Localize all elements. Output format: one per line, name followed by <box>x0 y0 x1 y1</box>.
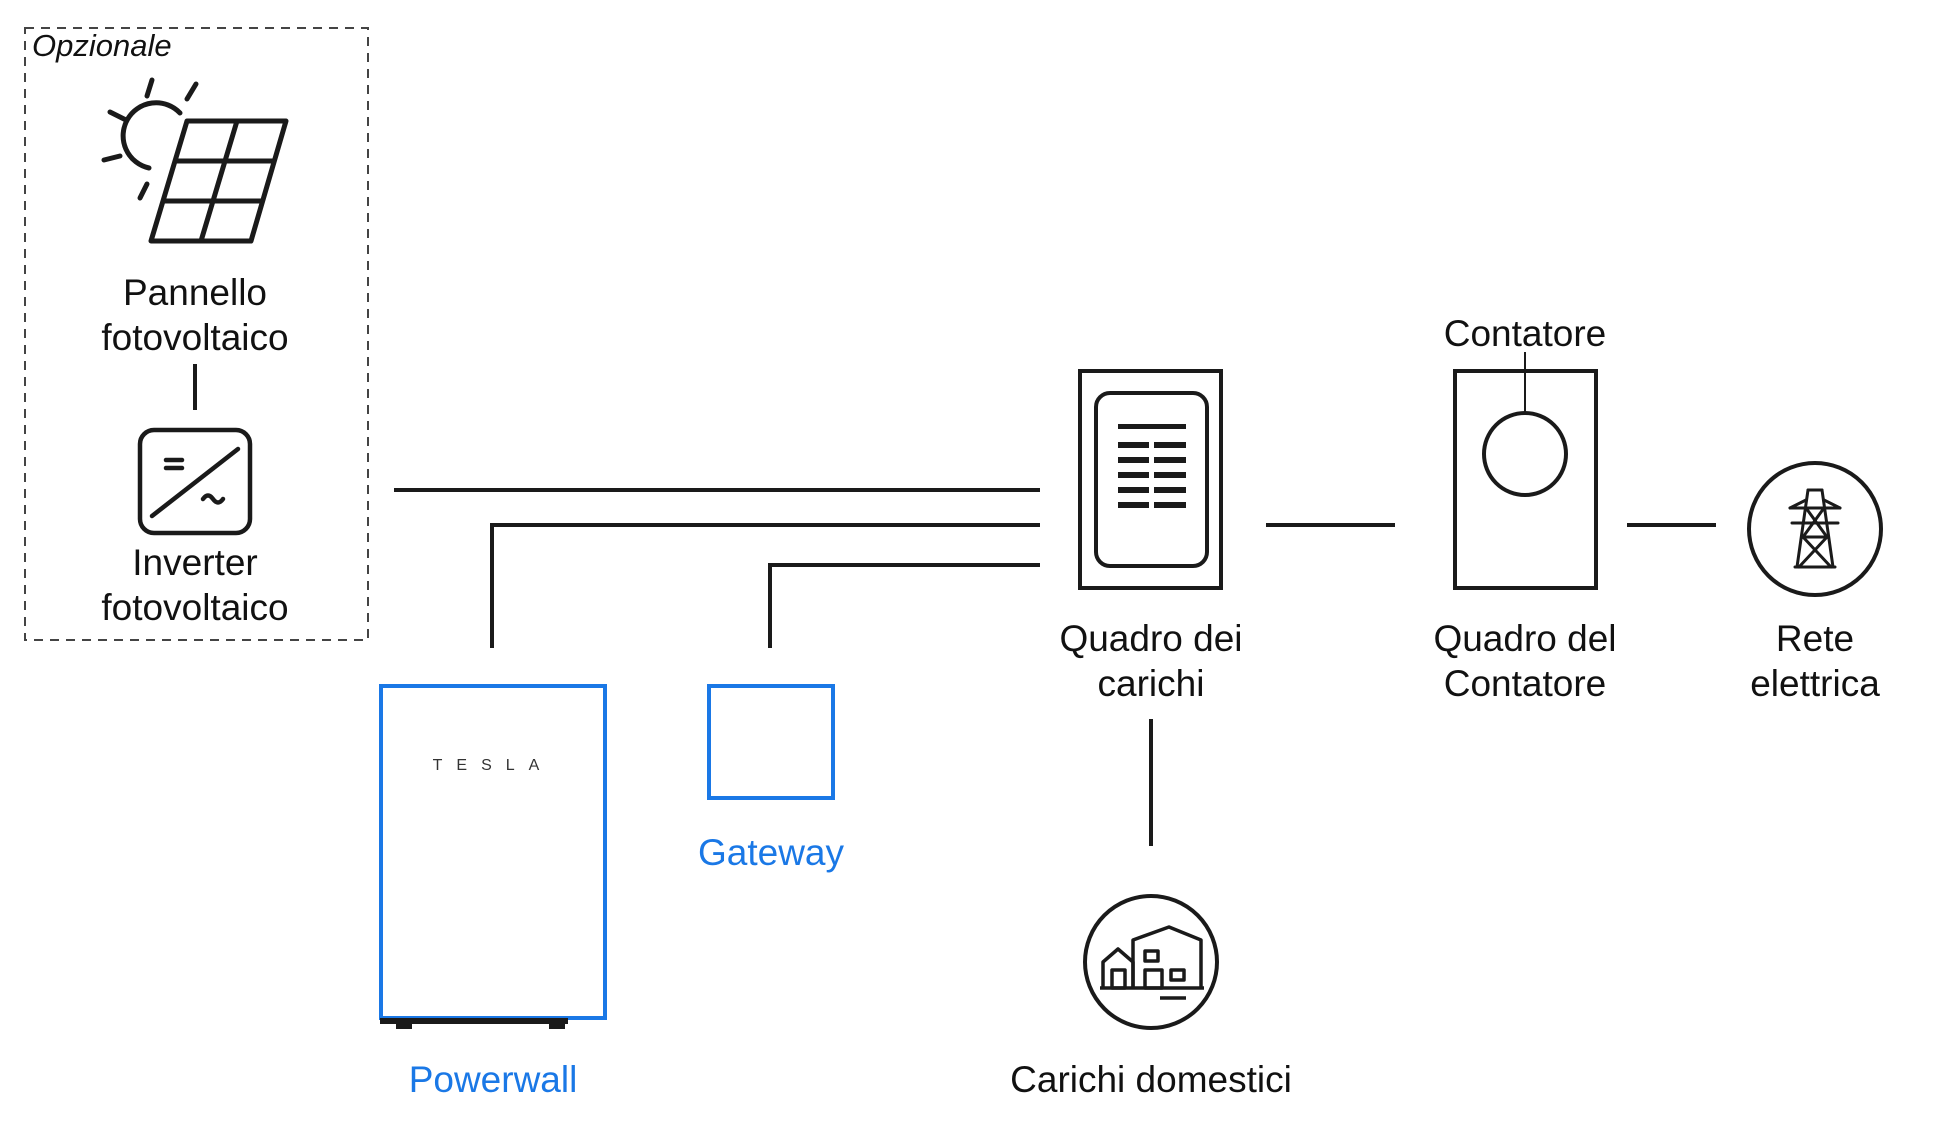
solar-panel-label-line1: Pannello <box>122 272 267 313</box>
inverter-label-line1: Inverter <box>132 542 258 583</box>
inverter-label: Inverter fotovoltaico <box>45 540 345 630</box>
optional-group-box <box>24 27 369 641</box>
grid-label: Rete elettrica <box>1715 616 1915 706</box>
powerwall-label: Powerwall <box>408 1059 578 1100</box>
breaker-panel-icon <box>1078 369 1223 590</box>
meter-panel-label-line1: Quadro del <box>1433 618 1617 659</box>
solar-panel-label: Pannello fotovoltaico <box>45 270 345 360</box>
load-panel-label-line2: carichi <box>1097 663 1205 704</box>
meter-icon <box>1453 352 1598 590</box>
optional-label: Opzionale <box>32 28 172 63</box>
meter-label: Contatore <box>1443 313 1607 354</box>
gateway-unit <box>707 684 835 800</box>
power-tower-icon <box>1747 461 1883 597</box>
solar-panel-label-line2: fotovoltaico <box>101 317 289 358</box>
grid-label-line2: elettrica <box>1750 663 1880 704</box>
solar-panel-icon <box>101 77 289 244</box>
meter-panel-label-line2: Contatore <box>1443 663 1607 704</box>
powerwall-brand: TESLA <box>433 757 554 774</box>
home-loads-label: Carichi domestici <box>1010 1059 1292 1100</box>
inverter-icon <box>137 427 253 536</box>
gateway-label: Gateway <box>697 832 844 873</box>
load-panel-label-line1: Quadro dei <box>1059 618 1243 659</box>
houses-icon <box>1083 894 1219 1030</box>
inverter-label-line2: fotovoltaico <box>101 587 289 628</box>
wiring <box>394 488 1716 846</box>
grid-label-line1: Rete <box>1775 618 1855 659</box>
powerwall-unit: TESLA <box>379 684 607 1029</box>
load-panel-label: Quadro dei carichi <box>1001 616 1301 706</box>
meter-panel-label: Quadro del Contatore <box>1375 616 1675 706</box>
